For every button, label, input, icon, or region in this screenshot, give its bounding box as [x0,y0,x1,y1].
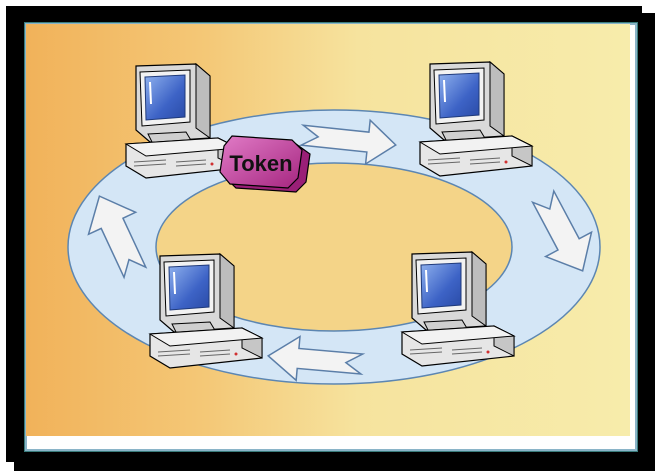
ring-arrow-left [87,195,148,280]
ring-arrow-right [531,188,593,272]
token-icon: Token [219,135,311,193]
token-label: Token [229,151,292,176]
ring-arrow-top [298,118,397,166]
ring-arrow-bottom [266,335,366,382]
